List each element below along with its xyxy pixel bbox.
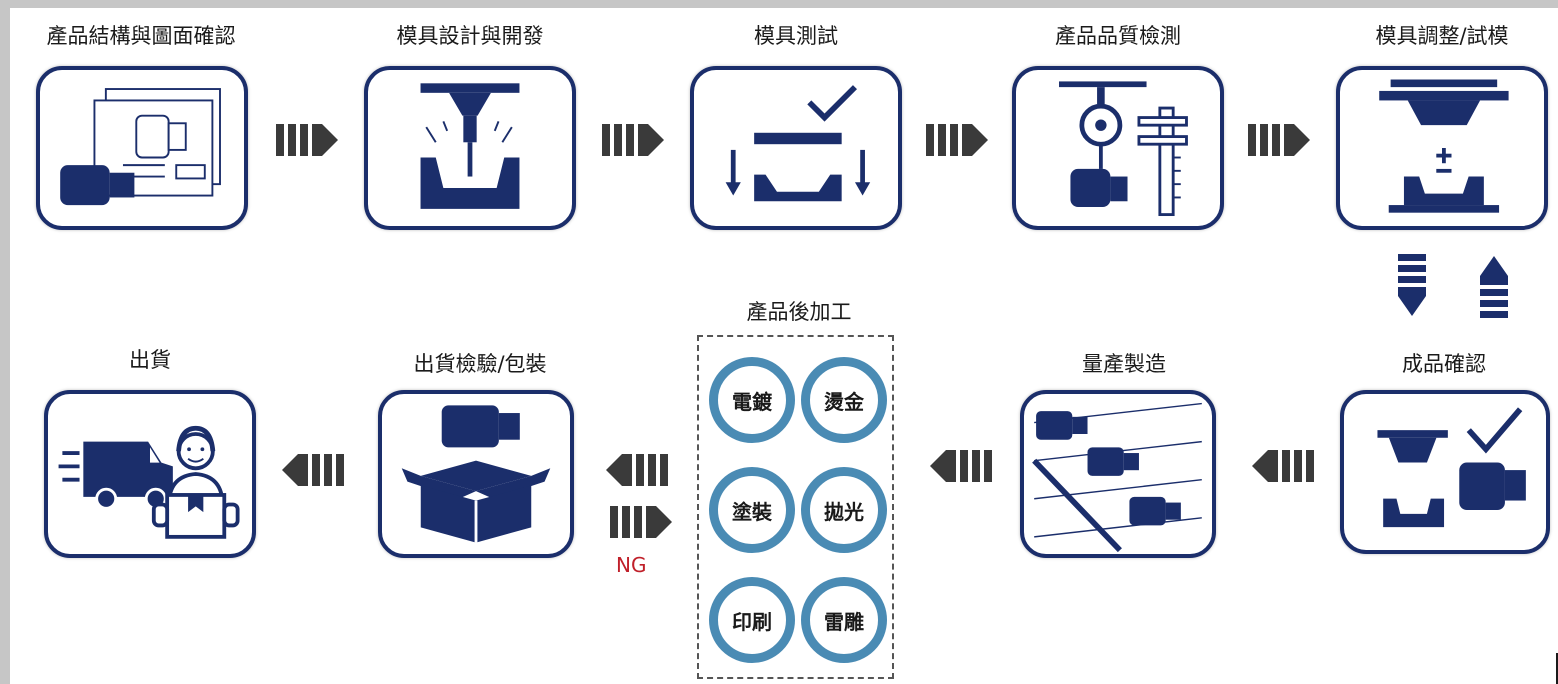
arrow-right-icon: [926, 122, 990, 158]
step-label: 模具測試: [754, 24, 838, 48]
step-shipping-inspection: 出貨檢驗/包裝: [374, 348, 586, 558]
mold-press-adjust-icon: [1336, 66, 1548, 230]
step-label: 出貨檢驗/包裝: [413, 352, 547, 376]
arrow-right-icon: [276, 122, 340, 158]
finished-product-check-icon: [1340, 390, 1550, 554]
step-label: 模具設計與開發: [396, 24, 544, 48]
step-structure-confirmation: 產品結構與圖面確認: [26, 20, 256, 230]
arrow-down-icon: [1396, 254, 1428, 318]
step-product-confirmation: 成品確認: [1338, 348, 1550, 554]
post-processing-panel: 電鍍 燙金 塗裝 拋光 印刷 雷雕: [697, 335, 894, 679]
arrow-right-icon: [602, 122, 666, 158]
step-mold-adjustment: 模具調整/試模: [1334, 20, 1550, 230]
step-label: 出貨: [129, 348, 171, 372]
process-flow-canvas: 產品結構與圖面確認 模具設計與開發: [10, 8, 1558, 684]
delivery-truck-icon: [44, 390, 256, 558]
process-item: 印刷: [709, 577, 795, 663]
step-label: 量產製造: [1082, 352, 1166, 376]
step-quality-inspection: 產品品質檢測: [1012, 20, 1224, 230]
post-processing-title: 產品後加工: [746, 300, 852, 324]
arrow-left-icon: [280, 452, 344, 488]
mold-test-check-icon: [690, 66, 902, 230]
gauge-caliper-icon: [1012, 66, 1224, 230]
step-label: 成品確認: [1402, 352, 1486, 376]
process-item: 燙金: [801, 357, 887, 443]
process-item: 拋光: [801, 467, 887, 553]
arrow-left-icon: [604, 452, 668, 488]
step-label: 產品結構與圖面確認: [46, 24, 236, 48]
drawing-and-camera-icon: [36, 66, 248, 230]
step-mass-production: 量產製造: [1018, 348, 1230, 558]
production-line-icon: [1020, 390, 1216, 558]
process-item: 電鍍: [709, 357, 795, 443]
mold-drill-icon: [364, 66, 576, 230]
step-label: 模具調整/試模: [1375, 24, 1509, 48]
arrow-left-icon: [1250, 448, 1314, 484]
step-label: 產品品質檢測: [1055, 24, 1181, 48]
step-mold-testing: 模具測試: [690, 20, 902, 230]
package-box-icon: [378, 390, 574, 558]
process-item: 雷雕: [801, 577, 887, 663]
edge-bar: [1556, 653, 1558, 684]
arrow-right-ng-icon: [610, 504, 674, 540]
process-item: 塗裝: [709, 467, 795, 553]
arrow-up-icon: [1478, 254, 1510, 318]
arrow-left-icon: [928, 448, 992, 484]
arrow-right-icon: [1248, 122, 1312, 158]
step-shipping: 出貨: [40, 344, 260, 560]
ng-label: NG: [616, 553, 647, 577]
step-mold-design: 模具設計與開發: [364, 20, 576, 230]
